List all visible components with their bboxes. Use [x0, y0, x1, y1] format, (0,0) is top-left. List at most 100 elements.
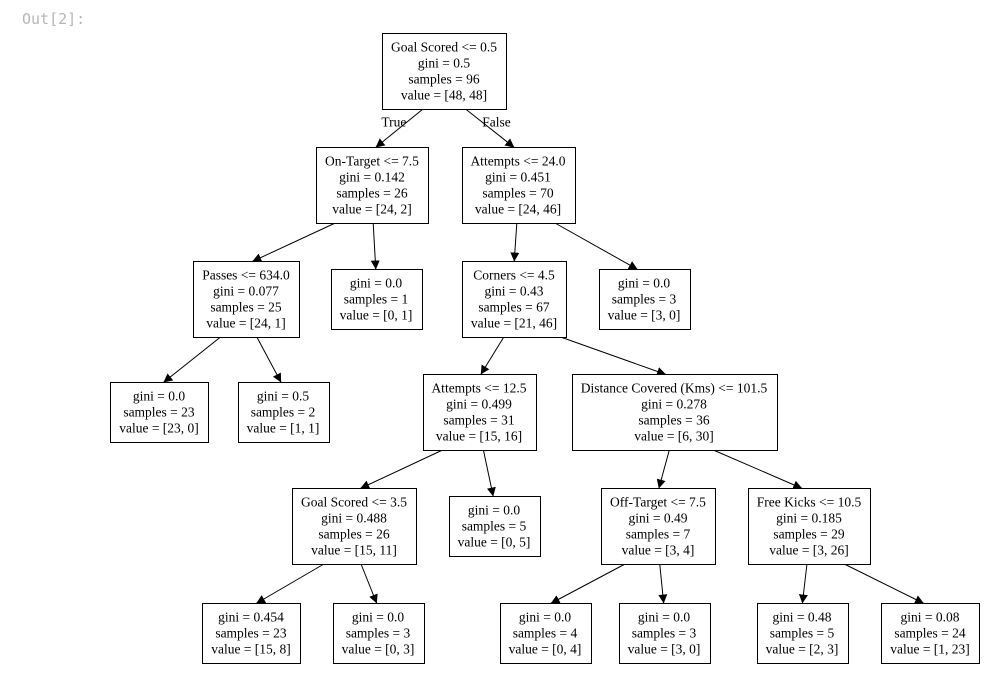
edge-n3-n7	[163, 337, 221, 383]
node-text-line: gini = 0.185	[776, 511, 842, 526]
node-text-line: gini = 0.0	[350, 276, 402, 291]
node-text-line: samples = 1	[344, 292, 409, 307]
edge-n14-n19	[798, 564, 808, 604]
node-box	[238, 382, 330, 443]
node-text-line: samples = 3	[632, 626, 697, 641]
node-text-line: samples = 3	[612, 292, 677, 307]
node-text-line: samples = 23	[215, 626, 287, 641]
node-text-line: samples = 26	[336, 186, 408, 201]
edge-n0-n1	[375, 109, 423, 148]
node-text-line: value = [0, 4]	[509, 642, 582, 657]
node-text-line: samples = 29	[773, 527, 845, 542]
node-text-line: Attempts <= 24.0	[470, 154, 565, 169]
node-box	[423, 374, 537, 451]
edge-label-false: False	[482, 115, 511, 130]
node-text-line: Goal Scored <= 3.5	[301, 495, 407, 510]
node-box	[449, 496, 541, 557]
node-box	[331, 269, 423, 330]
node-text-line: value = [1, 1]	[247, 421, 320, 436]
node-box	[572, 374, 778, 451]
node-text-line: value = [3, 0]	[628, 642, 701, 657]
node-text-line: gini = 0.0	[519, 610, 571, 625]
node-text-line: value = [24, 1]	[206, 316, 286, 331]
node-text-line: samples = 5	[770, 626, 835, 641]
node-text-line: Goal Scored <= 0.5	[391, 40, 497, 55]
edge-n10-n13	[656, 450, 670, 489]
edge-n3-n8	[256, 337, 282, 383]
edge-n1-n3	[252, 223, 335, 262]
edges-layer: True False	[163, 109, 925, 604]
node-text-line: gini = 0.077	[213, 284, 279, 299]
node-text-line: samples = 70	[482, 186, 554, 201]
node-text-line: samples = 26	[318, 527, 390, 542]
node-text-line: samples = 2	[251, 405, 316, 420]
node-box	[748, 488, 871, 565]
edge-n5-n9	[480, 337, 504, 375]
node-text-line: value = [3, 4]	[622, 543, 695, 558]
node-box	[881, 603, 980, 664]
node-text-line: gini = 0.0	[468, 503, 520, 518]
node-box	[601, 488, 716, 565]
node-text-line: samples = 3	[346, 626, 411, 641]
node-box	[462, 147, 576, 224]
node-text-line: samples = 25	[210, 300, 282, 315]
node-text-line: samples = 4	[513, 626, 578, 641]
node-text-line: gini = 0.49	[629, 511, 688, 526]
edge-label-true: True	[381, 115, 406, 130]
node-text-line: value = [48, 48]	[401, 88, 487, 103]
node-text-line: gini = 0.499	[446, 397, 512, 412]
node-box	[110, 382, 209, 443]
edge-n0-n2	[465, 109, 515, 148]
edge-n5-n10	[561, 337, 667, 376]
edge-n11-n16	[360, 564, 378, 604]
node-text-line: samples = 96	[408, 72, 480, 87]
node-text-line: gini = 0.08	[901, 610, 960, 625]
node-text-line: samples = 23	[123, 405, 195, 420]
node-text-line: gini = 0.278	[641, 397, 707, 412]
edge-n11-n15	[255, 564, 324, 604]
nodes-layer: Goal Scored <= 0.5 gini = 0.5 samples = 96…	[110, 33, 980, 664]
node-text-line: gini = 0.0	[638, 610, 690, 625]
node-box	[500, 603, 592, 664]
output-prompt-label: Out[2]:	[22, 10, 86, 28]
node-text-line: gini = 0.488	[321, 511, 387, 526]
node-text-line: value = [15, 16]	[436, 429, 522, 444]
node-text-line: gini = 0.451	[485, 170, 551, 185]
node-text-line: value = [1, 23]	[890, 642, 970, 657]
node-text-line: value = [15, 8]	[211, 642, 291, 657]
node-box	[292, 488, 417, 565]
node-text-line: value = [24, 46]	[475, 202, 561, 217]
node-text-line: samples = 7	[626, 527, 691, 542]
node-text-line: samples = 24	[894, 626, 966, 641]
node-box	[333, 603, 425, 664]
node-text-line: Off-Target <= 7.5	[610, 495, 706, 510]
node-text-line: Free Kicks <= 10.5	[757, 495, 862, 510]
node-box	[193, 261, 300, 338]
node-text-line: value = [3, 26]	[769, 543, 849, 558]
node-text-line: Corners <= 4.5	[473, 268, 555, 283]
node-text-line: gini = 0.48	[773, 610, 832, 625]
node-text-line: gini = 0.5	[257, 389, 309, 404]
node-box	[316, 147, 429, 224]
node-text-line: value = [21, 46]	[471, 316, 557, 331]
node-box	[382, 33, 507, 110]
node-text-line: samples = 36	[638, 413, 710, 428]
node-text-line: value = [15, 11]	[311, 543, 397, 558]
node-box	[619, 603, 711, 664]
